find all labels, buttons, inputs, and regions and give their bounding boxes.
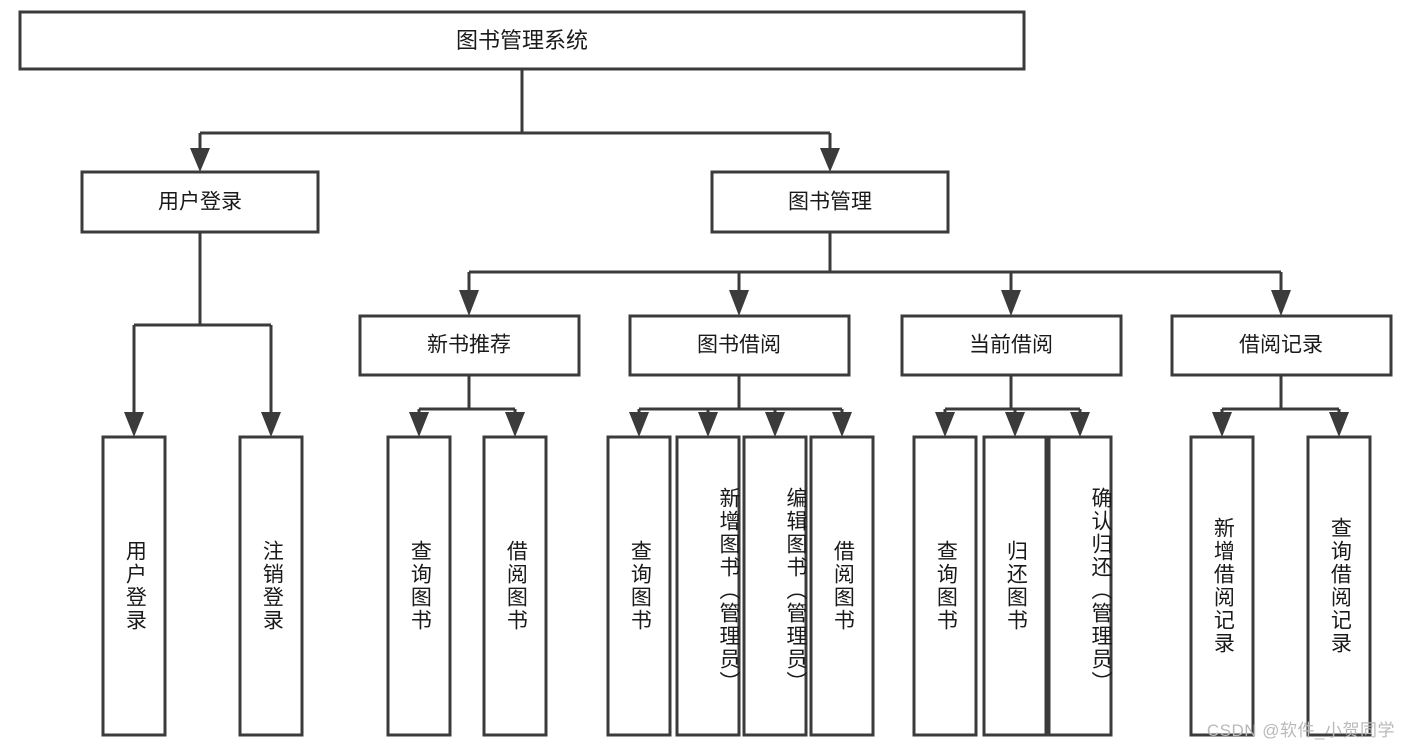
arrow-head-icon bbox=[1001, 290, 1021, 316]
arrow-head-icon bbox=[820, 148, 840, 172]
arrow-head-icon bbox=[1271, 290, 1291, 316]
node-root-label: 图书管理系统 bbox=[456, 28, 588, 53]
node-user-login-box[interactable] bbox=[80, 170, 320, 234]
leaf-box-user-login[interactable] bbox=[101, 435, 167, 737]
leaf-box-add-book-admin[interactable] bbox=[675, 435, 741, 737]
node-borrow-record-box[interactable] bbox=[1170, 314, 1393, 377]
arrow-head-icon bbox=[698, 412, 718, 437]
node-new-book-recommend[interactable]: 新书推荐 bbox=[358, 314, 581, 377]
node-borrow-record-label: 借阅记录 bbox=[1239, 334, 1323, 357]
arrow-head-icon bbox=[1212, 412, 1232, 437]
node-root-box[interactable] bbox=[18, 10, 1026, 71]
arrow-head-icon bbox=[505, 412, 525, 437]
leaf-box-query-book-current[interactable] bbox=[912, 435, 978, 737]
leaf-box-query-borrow-record[interactable] bbox=[1306, 435, 1372, 737]
arrow-head-icon bbox=[832, 412, 852, 437]
arrow-head-icon bbox=[1070, 412, 1090, 437]
arrow-head-icon bbox=[190, 148, 210, 172]
node-current-borrow[interactable]: 当前借阅 bbox=[900, 314, 1123, 377]
node-book-management-box[interactable] bbox=[710, 170, 950, 234]
arrow-head-icon bbox=[1005, 412, 1025, 437]
node-book-borrow-box[interactable] bbox=[628, 314, 851, 377]
connector-layer bbox=[124, 69, 1349, 437]
arrow-head-icon bbox=[124, 412, 144, 437]
node-book-management[interactable]: 图书管理 bbox=[710, 170, 950, 234]
arrow-head-icon bbox=[935, 412, 955, 437]
leaf-box-query-book-borrow[interactable] bbox=[606, 435, 672, 737]
arrow-head-icon bbox=[1329, 412, 1349, 437]
node-current-borrow-box[interactable] bbox=[900, 314, 1123, 377]
leaf-box-edit-book-admin[interactable] bbox=[742, 435, 808, 737]
node-new-book-recommend-box[interactable] bbox=[358, 314, 581, 377]
node-layer: 图书管理系统 用户登录 图书管理 新书推荐 图书借阅 当前 bbox=[18, 10, 1393, 737]
node-book-borrow[interactable]: 图书借阅 bbox=[628, 314, 851, 377]
leaf-box-borrow-book-recommend[interactable] bbox=[482, 435, 548, 737]
node-borrow-record[interactable]: 借阅记录 bbox=[1170, 314, 1393, 377]
leaf-box-return-book[interactable] bbox=[982, 435, 1048, 737]
node-book-borrow-label: 图书借阅 bbox=[697, 334, 781, 357]
arrow-head-icon bbox=[765, 412, 785, 437]
node-user-login-label: 用户登录 bbox=[158, 191, 242, 214]
node-user-login[interactable]: 用户登录 bbox=[80, 170, 320, 234]
node-current-borrow-label: 当前借阅 bbox=[969, 334, 1053, 357]
watermark-text: CSDN @软件_小贺同学 bbox=[1206, 721, 1395, 740]
arrow-head-icon bbox=[459, 290, 479, 316]
arrow-head-icon bbox=[409, 412, 429, 437]
node-new-book-recommend-label: 新书推荐 bbox=[427, 334, 511, 357]
leaf-box-logout[interactable] bbox=[238, 435, 304, 737]
leaf-box-borrow-book[interactable] bbox=[809, 435, 875, 737]
node-root[interactable]: 图书管理系统 bbox=[18, 10, 1026, 71]
leaf-box-confirm-return-admin[interactable] bbox=[1047, 435, 1113, 737]
arrow-head-icon bbox=[729, 290, 749, 316]
leaf-box-add-borrow-record[interactable] bbox=[1189, 435, 1255, 737]
node-book-management-label: 图书管理 bbox=[788, 191, 872, 214]
arrow-head-icon bbox=[629, 412, 649, 437]
arrow-head-icon bbox=[261, 412, 281, 437]
leaf-box-query-book-recommend[interactable] bbox=[386, 435, 452, 737]
